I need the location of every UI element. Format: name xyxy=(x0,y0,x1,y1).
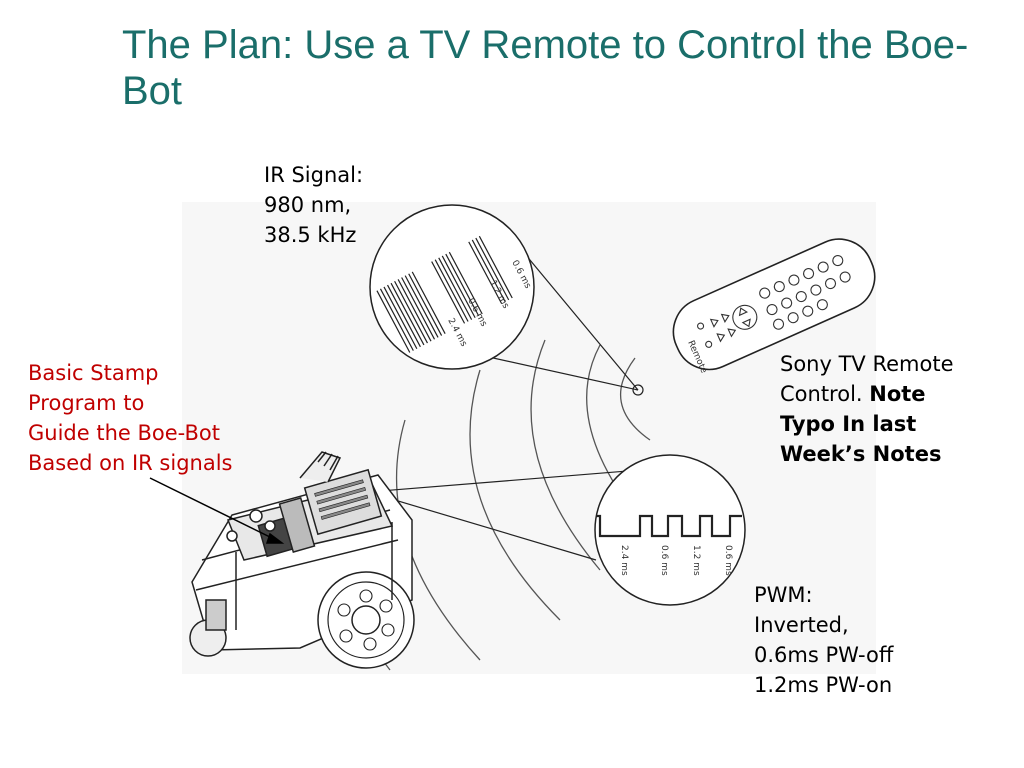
basic-stamp-label: Basic Stamp Program to Guide the Boe-Bot… xyxy=(28,358,233,478)
sony-remote-week: Week’s Notes xyxy=(780,442,942,466)
ir-signal-line-3: 38.5 kHz xyxy=(264,223,357,247)
ir-burst-0-6ms xyxy=(468,235,513,304)
sony-remote-line-2-plain: Control. xyxy=(780,382,870,406)
sony-remote-label: Sony TV Remote Control. Note Typo In las… xyxy=(780,349,954,469)
sony-remote-line-4: Week’s Notes xyxy=(780,439,954,469)
sony-remote-line-1: Sony TV Remote xyxy=(780,352,954,376)
pwm-time-label-3: 1.2 ms xyxy=(691,545,701,576)
sony-remote-typo: Typo In last xyxy=(780,412,917,436)
basic-stamp-line-2: Program to xyxy=(28,391,145,415)
basic-stamp-line-1: Basic Stamp xyxy=(28,361,159,385)
pwm-line-3: 0.6ms PW-off xyxy=(754,643,894,667)
slide-title: The Plan: Use a TV Remote to Control the… xyxy=(122,23,969,113)
pwm-label: PWM: Inverted, 0.6ms PW-off 1.2ms PW-on xyxy=(754,580,893,700)
basic-stamp-pointer xyxy=(149,477,285,544)
pwm-time-label-2: 0.6 ms xyxy=(659,545,669,576)
ir-signal-line-1: IR Signal: xyxy=(264,163,364,187)
pwm-time-label-1: 2.4 ms xyxy=(619,545,629,576)
pwm-callout-lines xyxy=(367,469,641,561)
ir-signal-magnifier: 2.4 ms 0.6 ms 1.2 ms 0.6 ms xyxy=(369,204,535,370)
basic-stamp-line-4: Based on IR signals xyxy=(28,451,233,475)
ir-signal-line-2: 980 nm, xyxy=(264,193,352,217)
ir-burst-2-4ms xyxy=(376,271,446,353)
ir-burst-1-2ms xyxy=(431,251,483,324)
sony-remote-line-2: Control. Note xyxy=(780,379,954,409)
sony-remote-note: Note xyxy=(869,382,926,406)
pwm-signal-magnifier: 2.4 ms 0.6 ms 1.2 ms 0.6 ms xyxy=(594,454,746,606)
sony-remote-line-3: Typo In last xyxy=(780,409,954,439)
pwm-line-4: 1.2ms PW-on xyxy=(754,673,893,697)
pwm-line-2: Inverted, xyxy=(754,613,849,637)
pwm-waveform xyxy=(596,514,742,538)
basic-stamp-line-3: Guide the Boe-Bot xyxy=(28,421,220,445)
ir-signal-label: IR Signal: 980 nm, 38.5 kHz xyxy=(264,160,363,250)
boe-bot-robot-drawing xyxy=(189,451,415,669)
pwm-time-label-4: 0.6 ms xyxy=(723,545,733,576)
pwm-line-1: PWM: xyxy=(754,583,813,607)
